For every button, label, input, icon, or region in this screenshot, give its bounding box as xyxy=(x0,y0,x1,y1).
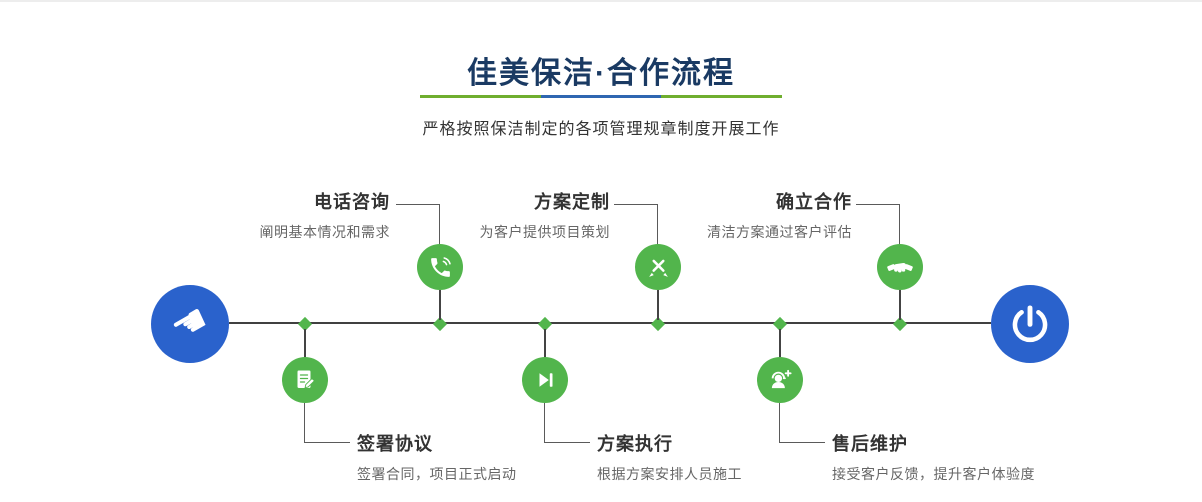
step-label: 电话咨询 xyxy=(314,192,390,212)
connector-line xyxy=(657,204,658,245)
step-circle-execute xyxy=(522,357,568,403)
step-label: 方案定制 xyxy=(534,192,610,212)
step-cooperation: 确立合作 清洁方案通过客户评估 xyxy=(572,188,852,242)
step-desc: 为客户提供项目策划 xyxy=(479,224,610,240)
support-headset-icon xyxy=(771,369,792,389)
design-tools-icon xyxy=(648,259,668,277)
step-desc: 阐明基本情况和需求 xyxy=(259,224,390,240)
step-label: 签署协议 xyxy=(357,434,433,454)
step-circle-contract xyxy=(282,357,328,403)
step-desc: 清洁方案通过客户评估 xyxy=(707,224,852,240)
phone-icon xyxy=(430,256,451,277)
timeline-line xyxy=(229,322,991,324)
step-circle-phone xyxy=(417,244,463,290)
step-desc: 签署合同，项目正式启动 xyxy=(357,466,517,482)
connector-line xyxy=(856,204,900,205)
divider-segment xyxy=(661,95,783,98)
connector-line xyxy=(614,204,658,205)
connector-stem xyxy=(304,329,306,357)
connector-line xyxy=(779,403,780,443)
divider-segment xyxy=(420,95,541,98)
connector-line xyxy=(304,442,350,443)
contract-icon xyxy=(297,370,316,389)
pointing-hand-icon: ☚ xyxy=(162,295,218,353)
step-label: 确立合作 xyxy=(776,192,852,212)
connector-line xyxy=(779,442,825,443)
connector-stem xyxy=(439,290,441,320)
step-phone-consult: 电话咨询 阐明基本情况和需求 xyxy=(110,188,390,242)
step-circle-design xyxy=(635,244,681,290)
connector-stem xyxy=(899,290,901,320)
handshake-icon xyxy=(887,263,913,273)
step-after-sales: 售后维护 接受客户反馈，提升客户体验度 xyxy=(832,430,1152,484)
page-title: 佳美保洁·合作流程 xyxy=(467,57,735,90)
connector-stem xyxy=(657,290,659,320)
connector-stem xyxy=(779,329,781,357)
end-node xyxy=(991,285,1069,363)
step-label: 售后维护 xyxy=(832,434,908,454)
step-label: 方案执行 xyxy=(597,434,673,454)
step-desc: 接受客户反馈，提升客户体验度 xyxy=(832,466,1035,482)
title-divider xyxy=(420,95,783,98)
step-circle-handshake xyxy=(877,244,923,290)
power-icon xyxy=(1012,305,1048,343)
step-plan-custom: 方案定制 为客户提供项目策划 xyxy=(330,188,610,242)
step-circle-support xyxy=(757,357,803,403)
connector-stem xyxy=(544,329,546,357)
connector-line xyxy=(544,442,590,443)
play-forward-icon xyxy=(539,373,553,387)
connector-line xyxy=(439,204,440,245)
step-desc: 根据方案安排人员施工 xyxy=(597,466,742,482)
step-sign-agreement: 签署协议 签署合同，项目正式启动 xyxy=(357,430,657,484)
connector-line xyxy=(899,204,900,245)
divider-segment xyxy=(540,95,662,98)
step-plan-execution: 方案执行 根据方案安排人员施工 xyxy=(597,430,897,484)
start-node: ☚ xyxy=(151,285,229,363)
connector-line xyxy=(304,403,305,443)
connector-line xyxy=(544,403,545,443)
connector-line xyxy=(396,204,440,205)
page-subtitle: 严格按照保洁制定的各项管理规章制度开展工作 xyxy=(422,121,780,138)
